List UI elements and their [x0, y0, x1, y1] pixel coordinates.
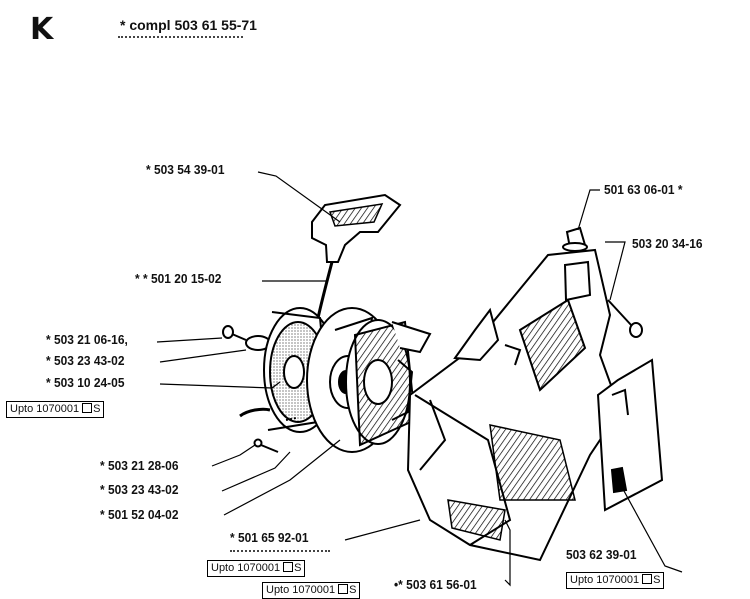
center-screw	[222, 325, 271, 351]
serial-range-badge-4: Upto 1070001 S	[566, 572, 665, 589]
label-washer: * 503 23 43-02	[46, 353, 125, 368]
label-center-screw: * 503 21 06-16,	[46, 332, 128, 347]
badge-suffix: S	[349, 584, 357, 596]
square-icon	[338, 584, 349, 594]
label-spring: * 503 10 24-05	[46, 375, 125, 390]
square-icon	[283, 562, 294, 572]
label-decal: 503 62 39-01	[566, 547, 637, 562]
side-screw	[607, 299, 643, 338]
starter-housing	[406, 248, 622, 562]
label-rope: * * 501 20 15-02	[135, 271, 222, 286]
badge-suffix: S	[294, 562, 302, 574]
faded-text-remnant-2	[230, 550, 330, 556]
ratchet-assembly	[345, 319, 432, 447]
label-small-screw: * 503 21 28-06	[100, 458, 179, 473]
label-handle: * 503 54 39-01	[146, 162, 225, 177]
label-pulley: * 501 52 04-02	[100, 507, 179, 522]
square-icon	[82, 403, 93, 413]
badge-text: Upto 1070001	[10, 403, 80, 415]
assembly-note: * compl 503 61 55-71	[120, 17, 257, 33]
starter-handle	[311, 193, 402, 263]
badge-text: Upto 1070001	[211, 562, 281, 574]
serial-range-badge-3: Upto 1070001 S	[262, 582, 361, 599]
badge-text: Upto 1070001	[266, 584, 336, 596]
leader-lines	[156, 171, 683, 587]
label-housing: •* 503 61 56-01	[394, 577, 477, 592]
serial-range-badge-1: Upto 1070001 S	[6, 401, 105, 418]
label-grommet: 501 63 06-01 *	[604, 182, 683, 197]
faded-text-remnant	[118, 36, 243, 42]
badge-text: Upto 1070001	[570, 574, 640, 586]
label-cover-screw: * 501 65 92-01	[230, 530, 309, 545]
label-side-screw: 503 20 34-16	[632, 236, 703, 251]
label-washer-2: * 503 23 43-02	[100, 482, 179, 497]
square-icon	[642, 574, 653, 584]
badge-suffix: S	[653, 574, 661, 586]
section-letter: K	[30, 12, 54, 47]
serial-range-badge-2: Upto 1070001 S	[207, 560, 306, 577]
starter-rope	[316, 261, 334, 319]
small-screw	[253, 417, 297, 453]
badge-suffix: S	[93, 403, 101, 415]
decal-plate	[596, 358, 664, 512]
grommet	[562, 226, 588, 252]
